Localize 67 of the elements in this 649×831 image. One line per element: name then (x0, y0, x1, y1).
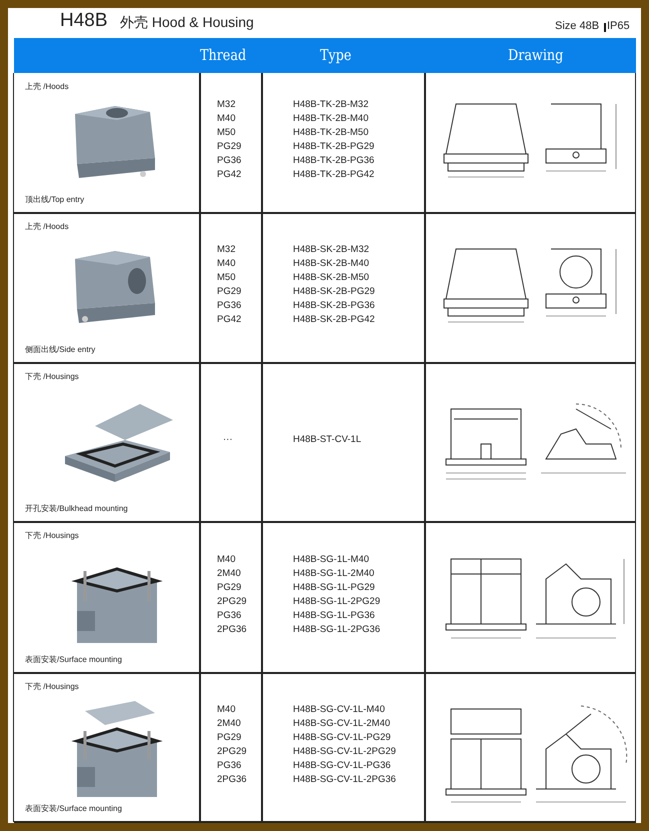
column-header: Thread (200, 46, 246, 64)
thread-size: PG36 (217, 610, 242, 620)
part-number: H48B-SG-CV-1L-2PG36 (293, 774, 396, 784)
part-number: H48B-TK-2B-PG42 (293, 169, 374, 180)
mounting-caption: 表面安装/Surface mounting (25, 803, 122, 814)
thread-size: M32 (217, 99, 236, 110)
thread-size: M32 (217, 244, 236, 255)
part-number: H48B-SG-1L-M40 (293, 554, 370, 564)
thread-size: M50 (217, 272, 236, 283)
part-number: H48B-SG-1L-PG36 (293, 610, 375, 620)
thread-size: 2PG29 (217, 746, 247, 756)
part-number: H48B-SG-CV-1L-2M40 (293, 718, 390, 728)
part-number: H48B-SG-CV-1L-PG36 (293, 760, 391, 770)
thread-size: PG42 (217, 169, 242, 180)
part-number: H48B-SK-2B-PG42 (293, 314, 375, 325)
part-number: H48B-SG-1L-2M40 (293, 568, 374, 578)
part-number: H48B-SG-1L-2PG36 (293, 624, 380, 634)
part-number: H48B-SG-1L-PG29 (293, 582, 375, 592)
part-number: H48B-TK-2B-M32 (293, 99, 368, 110)
title: H48B (60, 10, 108, 32)
part-number: H48B-SK-2B-PG36 (293, 300, 375, 311)
thread-size: M50 (217, 127, 236, 138)
thread-size: 2PG36 (217, 774, 247, 784)
thread-size: 2PG29 (217, 596, 247, 606)
thread-size: 2PG36 (217, 624, 247, 634)
thread-size: M40 (217, 113, 236, 124)
subtitle: 外壳 Hood & Housing (120, 14, 254, 32)
column-header: Drawing (508, 46, 564, 64)
part-number: H48B-TK-2B-M50 (293, 127, 368, 138)
thread-size: PG29 (217, 141, 242, 152)
category-label: 下壳 /Housings (25, 681, 79, 692)
part-number: H48B-SG-1L-2PG29 (293, 596, 380, 606)
part-number: H48B-SG-CV-1L-M40 (293, 704, 385, 714)
thread-size: M40 (217, 554, 236, 564)
part-number: H48B-SK-2B-M32 (293, 244, 370, 255)
part-number: H48B-SK-2B-PG29 (293, 286, 375, 297)
part-number: H48B-TK-2B-M40 (293, 113, 368, 124)
part-number: H48B-TK-2B-PG29 (293, 141, 374, 152)
category-label: 下壳 /Housings (25, 371, 79, 382)
category-label: 上壳 /Hoods (25, 221, 69, 232)
mounting-caption: 表面安装/Surface mounting (25, 654, 122, 665)
mounting-caption: 开孔安装/Bulkhead mounting (25, 503, 128, 514)
mounting-caption: 侧面出线/Side entry (25, 344, 96, 355)
thread-size: PG36 (217, 300, 242, 311)
part-number: H48B-TK-2B-PG36 (293, 155, 374, 166)
part-number: H48B-SK-2B-M40 (293, 258, 370, 269)
thread-size: 2M40 (217, 568, 241, 578)
thread-size: PG29 (217, 582, 242, 592)
mounting-caption: 顶出线/Top entry (25, 194, 84, 205)
thread-size: PG29 (217, 732, 242, 742)
category-label: 上壳 /Hoods (25, 81, 69, 92)
part-number: H48B-SK-2B-M50 (293, 272, 370, 283)
thread-size: M40 (217, 258, 236, 269)
column-header: Type (320, 46, 352, 64)
thread-size: PG36 (217, 760, 242, 770)
part-number: H48B-SG-CV-1L-2PG29 (293, 746, 396, 756)
part-number: H48B-SG-CV-1L-PG29 (293, 732, 391, 742)
thread-size: PG29 (217, 286, 242, 297)
thread-size: PG36 (217, 155, 242, 166)
thread-size: PG42 (217, 314, 242, 325)
thread-size: M40 (217, 704, 236, 714)
thread-size: ··· (223, 434, 232, 444)
thread-size: 2M40 (217, 718, 241, 728)
part-number: H48B-ST-CV-1L (293, 434, 362, 444)
size-label: Size 48B (555, 20, 600, 32)
category-label: 下壳 /Housings (25, 530, 79, 541)
protection-rating: IP65 (607, 20, 630, 32)
